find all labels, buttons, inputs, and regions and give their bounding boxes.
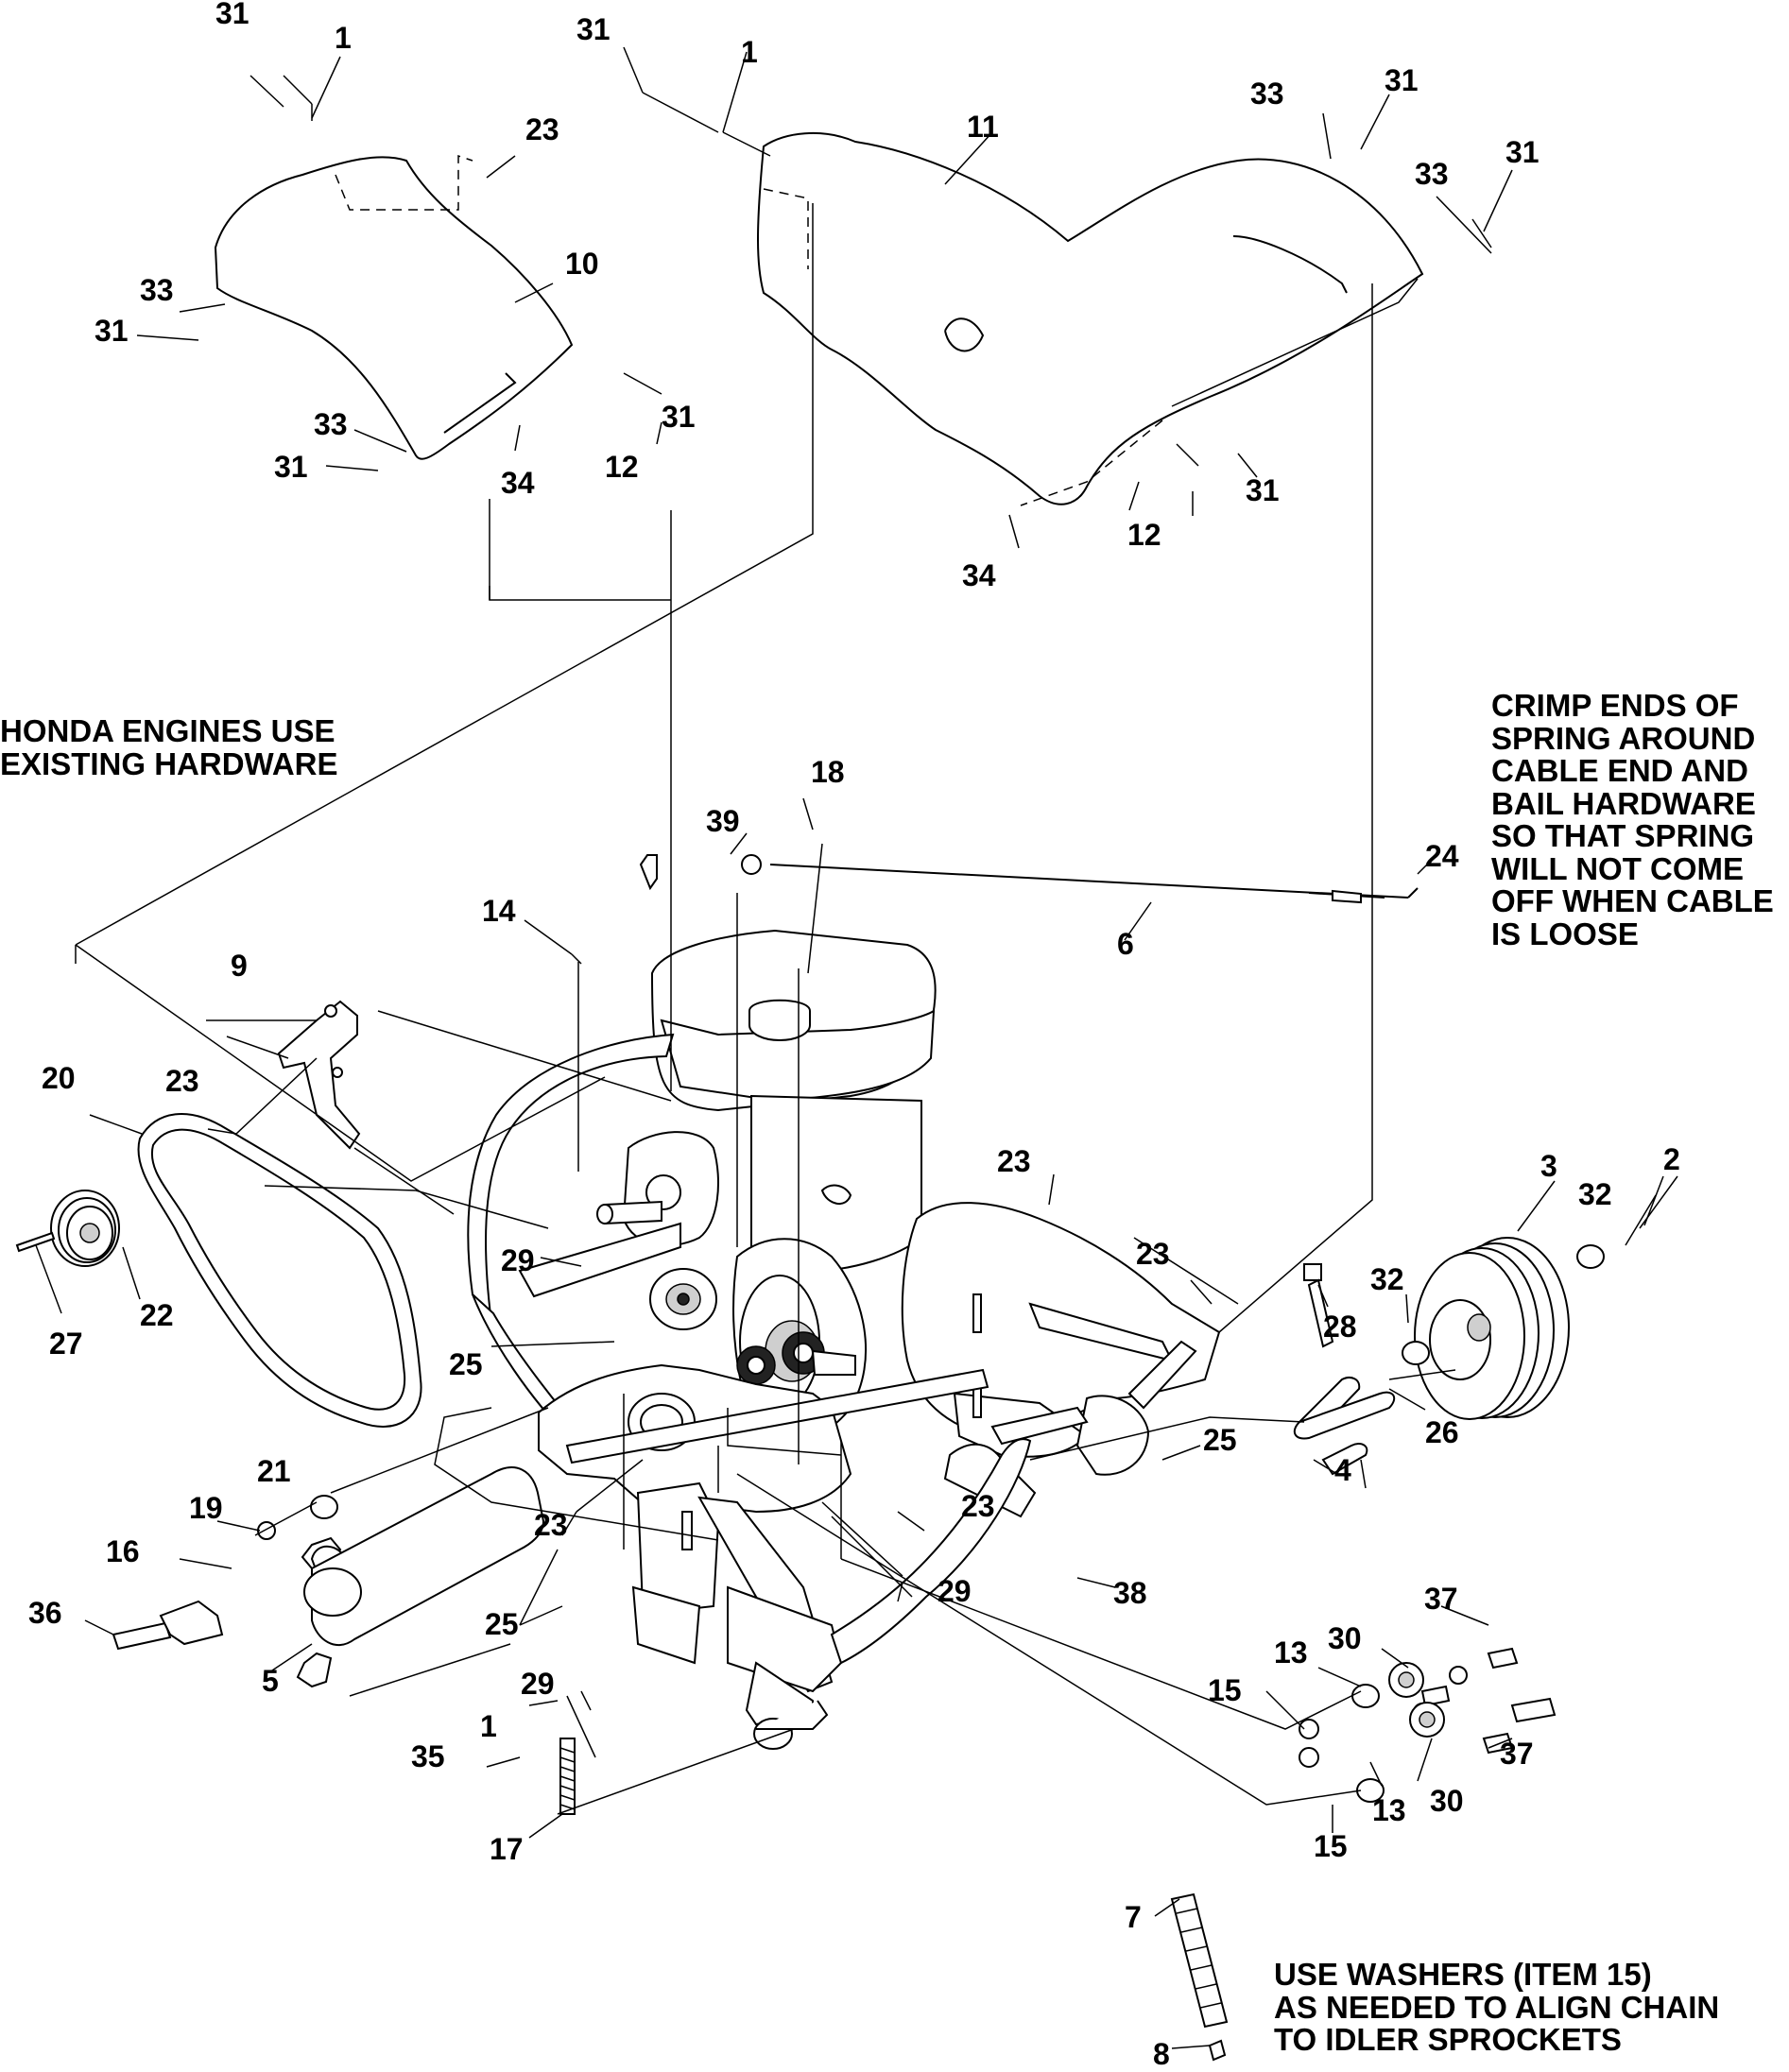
large-pulley — [1414, 1237, 1570, 1420]
callout: 1 — [335, 21, 352, 55]
handle-frame — [467, 1033, 681, 1461]
callout: 33 — [140, 273, 174, 307]
small-pulley — [50, 1190, 120, 1267]
callout: 37 — [1500, 1737, 1534, 1771]
callout: 10 — [565, 247, 599, 281]
callout: 36 — [28, 1596, 62, 1630]
note-honda-hardware: HONDA ENGINES USE EXISTING HARDWARE — [0, 713, 338, 781]
left-belt-guard — [214, 156, 574, 460]
shaft-4 — [1293, 1391, 1396, 1440]
sprocket-upper — [1388, 1662, 1424, 1698]
callout: 33 — [1250, 77, 1284, 111]
callout: 13 — [1274, 1635, 1308, 1670]
callout: 12 — [1127, 518, 1161, 552]
callout: 13 — [1372, 1793, 1406, 1827]
callout: 34 — [962, 558, 996, 592]
callout: 23 — [534, 1508, 568, 1542]
callout: 2 — [1663, 1142, 1680, 1176]
callout: 30 — [1328, 1621, 1362, 1655]
callout: 31 — [95, 314, 129, 348]
callout: 21 — [257, 1454, 291, 1488]
callout: 18 — [811, 755, 845, 789]
callout: 31 — [1246, 473, 1280, 507]
callout: 27 — [49, 1327, 83, 1361]
callout: 25 — [1203, 1423, 1237, 1457]
callout: 38 — [1113, 1576, 1147, 1610]
lower-bracket — [631, 1438, 1032, 1750]
callout: 3 — [1540, 1149, 1557, 1183]
callout: 20 — [42, 1061, 76, 1095]
callout: 12 — [605, 450, 639, 484]
callout: 31 — [1505, 135, 1540, 169]
callout: 24 — [1425, 839, 1459, 873]
callout: 23 — [525, 112, 559, 146]
callout: 11 — [967, 110, 999, 144]
callout: 32 — [1370, 1262, 1404, 1296]
callout: 34 — [501, 466, 535, 500]
right-side-plate — [901, 1202, 1221, 1518]
callout: 23 — [961, 1489, 995, 1523]
callout: 8 — [1153, 2037, 1170, 2067]
callout: 15 — [1314, 1829, 1348, 1863]
leader-dashed — [1020, 420, 1163, 506]
callout: 4 — [1334, 1453, 1351, 1487]
callout: 23 — [165, 1064, 199, 1098]
callout: 25 — [485, 1607, 519, 1641]
idler-pulley — [649, 1268, 717, 1330]
callout: 15 — [1208, 1673, 1242, 1707]
callout: 31 — [662, 400, 696, 434]
callout: 1 — [480, 1709, 497, 1743]
support-rod — [565, 1368, 1089, 1464]
callout: 37 — [1424, 1582, 1458, 1616]
callout: 32 — [1578, 1177, 1612, 1211]
callout: 25 — [449, 1347, 483, 1381]
spring-17 — [559, 1738, 576, 1815]
master-link-8 — [1208, 2039, 1227, 2062]
callout: 31 — [576, 12, 611, 46]
callout: 9 — [231, 949, 248, 983]
callout: 29 — [501, 1243, 535, 1277]
callout: 29 — [521, 1667, 555, 1701]
chain-7 — [1170, 1892, 1229, 2029]
callout: 30 — [1430, 1784, 1464, 1818]
assembly-lines — [75, 203, 1456, 1815]
callout: 5 — [262, 1664, 279, 1698]
callout: 17 — [490, 1832, 524, 1866]
callout: 23 — [997, 1144, 1031, 1178]
note-crimp-spring: CRIMP ENDS OF SPRING AROUND CABLE END AN… — [1491, 688, 1774, 951]
callout: 6 — [1117, 927, 1134, 961]
handle-grip-5 — [303, 1466, 545, 1646]
callout: 33 — [1415, 157, 1449, 191]
sprocket-lower — [1409, 1702, 1445, 1738]
callout: 31 — [1385, 63, 1419, 97]
callout: 22 — [140, 1298, 174, 1332]
callout-labels: 31 1 23 10 33 31 33 31 34 12 31 31 1 11 … — [28, 0, 1680, 2071]
leader-lines — [35, 46, 1678, 2049]
callout: 1 — [741, 35, 758, 69]
callout: 31 — [215, 0, 249, 30]
engine — [596, 929, 937, 1273]
control-cable — [741, 854, 1419, 904]
callout: 29 — [938, 1574, 972, 1608]
callout: 19 — [189, 1491, 223, 1525]
callout: 26 — [1425, 1415, 1459, 1449]
callout: 28 — [1323, 1310, 1357, 1344]
callout: 31 — [274, 450, 308, 484]
callout: 7 — [1125, 1900, 1142, 1934]
callout: 23 — [1136, 1237, 1170, 1271]
key-27 — [15, 1231, 56, 1253]
leader-dashed — [335, 154, 473, 211]
callout: 33 — [314, 407, 348, 441]
right-belt-guard — [757, 132, 1424, 505]
callout: 35 — [411, 1739, 445, 1773]
callout: 14 — [482, 894, 516, 928]
callout: 16 — [106, 1534, 140, 1568]
engine-bracket — [277, 1000, 361, 1150]
note-washers: USE WASHERS (ITEM 15) AS NEEDED TO ALIGN… — [1274, 1957, 1720, 2057]
callout: 39 — [706, 804, 740, 838]
v-belt — [137, 1113, 422, 1428]
